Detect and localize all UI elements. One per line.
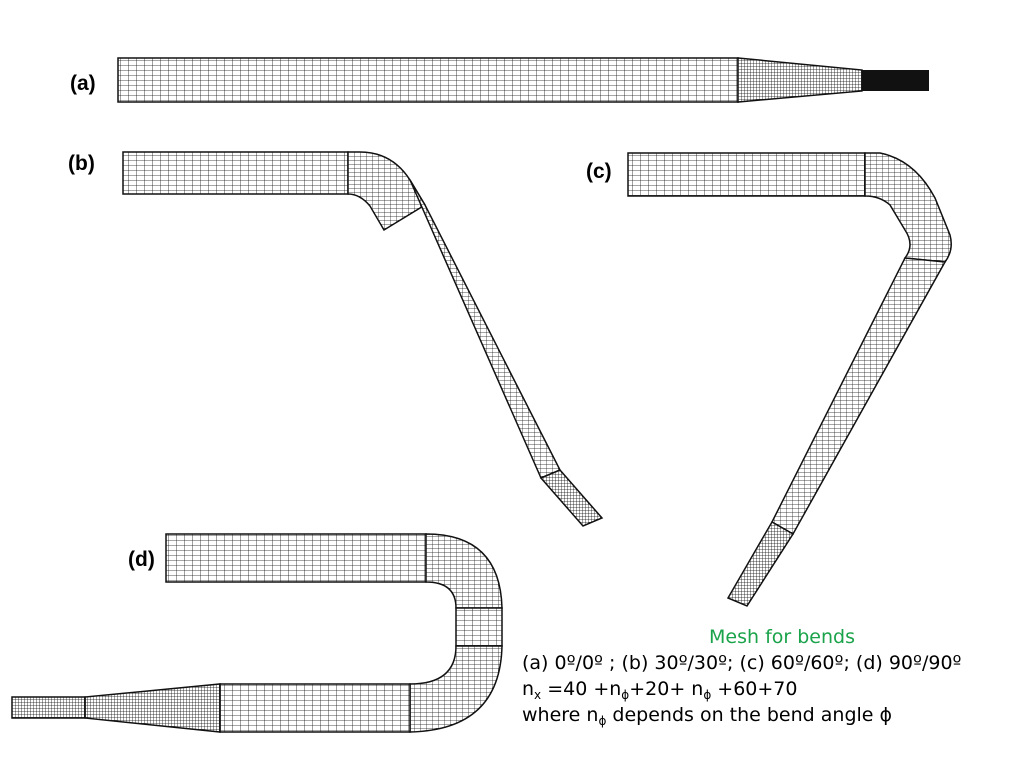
mesh-c-inlet <box>627 152 866 197</box>
mesh-b-taper <box>539 469 604 527</box>
mesh-d-taper <box>84 683 221 733</box>
label-b: (b) <box>68 152 95 175</box>
where-part2: depends on the bend angle ϕ <box>606 704 893 726</box>
formula-part1: =40 +n <box>541 678 622 700</box>
where-sub-phi: ϕ <box>598 714 607 728</box>
mesh-d-bend-top <box>425 533 503 609</box>
mesh-d-bend-bottom <box>409 645 503 733</box>
formula-sub-phi1: ϕ <box>621 688 630 702</box>
mesh-c <box>627 152 952 607</box>
mesh-a-outlet <box>862 70 929 91</box>
caption-title: Mesh for bends <box>709 626 855 648</box>
label-c: (c) <box>586 160 612 183</box>
mesh-a <box>117 57 929 103</box>
mesh-a-taper <box>737 57 863 103</box>
mesh-d-return <box>219 683 411 733</box>
mesh-b <box>122 151 604 527</box>
caption-angles: (a) 0º/0º ; (b) 30º/30º; (c) 60º/60º; (d… <box>522 652 962 674</box>
mesh-c-taper <box>726 520 795 607</box>
caption-formula: nx =40 +nϕ+20+ nϕ +60+70 <box>522 676 1022 702</box>
label-a: (a) <box>70 72 96 95</box>
formula-sub-x: x <box>534 688 542 702</box>
mesh-d-inlet <box>165 533 427 583</box>
formula-part3: +60+70 <box>711 678 798 700</box>
mesh-b-bend <box>347 151 427 232</box>
where-part1: where n <box>522 704 599 726</box>
label-d: (d) <box>128 548 155 571</box>
mesh-d <box>11 533 503 733</box>
formula-n: n <box>522 678 535 700</box>
mesh-c-leg <box>771 257 947 536</box>
mesh-d-outlet <box>11 696 86 719</box>
caption-where: where nϕ depends on the bend angle ϕ <box>522 702 1022 728</box>
mesh-c-bend <box>864 152 952 263</box>
mesh-d-vertical <box>455 607 503 647</box>
mesh-a-straight <box>117 57 739 103</box>
formula-part2: +20+ n <box>629 678 704 700</box>
mesh-b-inlet <box>122 151 349 195</box>
mesh-b-leg <box>409 179 562 479</box>
caption: Mesh for bends (a) 0º/0º ; (b) 30º/30º; … <box>522 624 1022 728</box>
formula-sub-phi2: ϕ <box>703 688 712 702</box>
